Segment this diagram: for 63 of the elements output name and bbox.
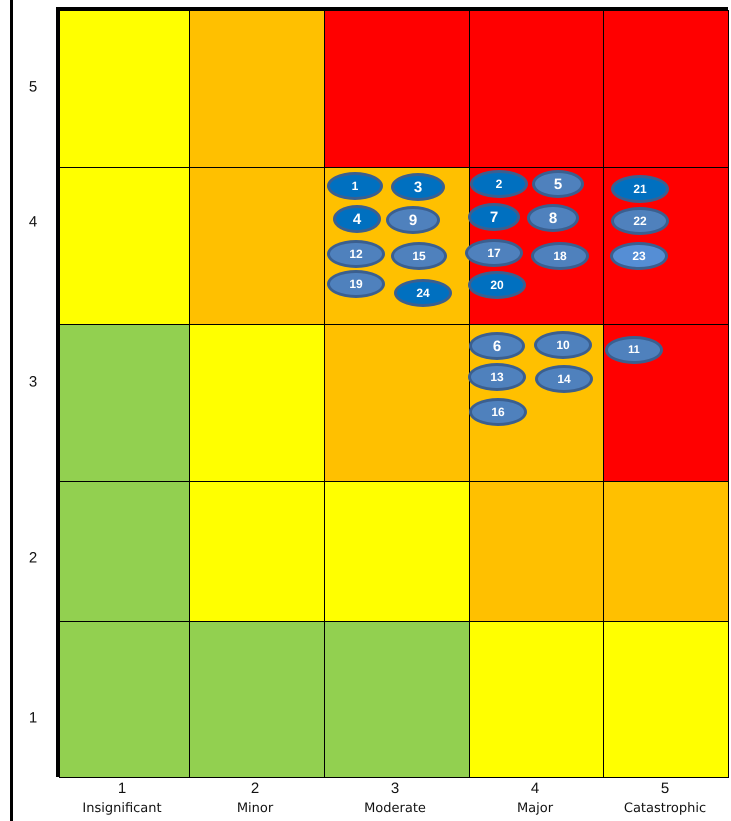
risk-marker: 11 — [605, 336, 663, 364]
matrix-cell — [603, 167, 729, 325]
risk-marker: 7 — [468, 203, 520, 231]
matrix-cell — [324, 10, 470, 168]
risk-marker: 24 — [394, 279, 452, 307]
matrix-cell — [189, 621, 325, 778]
risk-marker: 5 — [532, 170, 584, 198]
risk-marker: 8 — [527, 204, 579, 232]
matrix-cell — [324, 324, 470, 482]
matrix-cell — [189, 324, 325, 482]
matrix-cell — [469, 10, 604, 168]
risk-marker: 14 — [535, 365, 593, 393]
matrix-cell — [324, 621, 470, 778]
risk-marker: 12 — [327, 240, 385, 268]
risk-marker: 13 — [468, 363, 526, 391]
axis-tick-label: 4 — [530, 780, 540, 797]
matrix-cell — [469, 621, 604, 778]
matrix-cell — [603, 621, 729, 778]
matrix-cell — [469, 481, 604, 622]
axis-category-label: Insignificant — [82, 801, 162, 816]
risk-marker: 1 — [327, 172, 383, 200]
risk-marker: 20 — [468, 271, 526, 299]
axis-tick-label: 3 — [28, 374, 38, 390]
matrix-cell — [603, 324, 729, 482]
axis-tick-label: 3 — [390, 780, 400, 797]
matrix-cell — [469, 324, 604, 482]
risk-marker: 2 — [470, 170, 528, 198]
matrix-cell — [59, 324, 190, 482]
matrix-cell — [59, 10, 190, 168]
matrix-cell — [603, 10, 729, 168]
axis-tick-label: 2 — [250, 780, 260, 797]
axis-tick-label: 1 — [118, 780, 126, 797]
axis-tick-label: 5 — [660, 780, 670, 797]
risk-marker: 16 — [469, 398, 527, 426]
risk-marker: 17 — [465, 239, 523, 267]
matrix-cell — [59, 167, 190, 325]
axis-tick-label: 4 — [28, 214, 38, 230]
risk-marker: 10 — [534, 331, 592, 359]
axis-category-label: Moderate — [364, 801, 426, 816]
risk-marker: 21 — [611, 175, 669, 203]
matrix-cell — [189, 167, 325, 325]
matrix-cell — [59, 621, 190, 778]
risk-marker: 6 — [469, 332, 525, 360]
matrix-cell — [603, 481, 729, 622]
risk-marker: 22 — [611, 207, 669, 235]
risk-marker: 15 — [391, 242, 447, 270]
axis-tick-label: 5 — [28, 78, 38, 96]
risk-marker: 23 — [610, 242, 668, 270]
axis-category-label: Minor — [236, 801, 274, 816]
axis-tick-label: 1 — [28, 710, 38, 726]
risk-marker: 9 — [386, 206, 440, 234]
risk-marker: 4 — [333, 205, 381, 233]
axis-category-label: Catastrophic — [624, 801, 706, 816]
matrix-cell — [324, 167, 470, 325]
matrix-cell — [189, 10, 325, 168]
matrix-cell — [189, 481, 325, 622]
risk-marker: 3 — [391, 173, 445, 201]
risk-marker: 19 — [327, 270, 385, 298]
matrix-cell — [324, 481, 470, 622]
axis-category-label: Major — [516, 801, 554, 816]
matrix-cell — [59, 481, 190, 622]
risk-marker: 18 — [531, 242, 589, 270]
axis-tick-label: 2 — [28, 550, 38, 566]
